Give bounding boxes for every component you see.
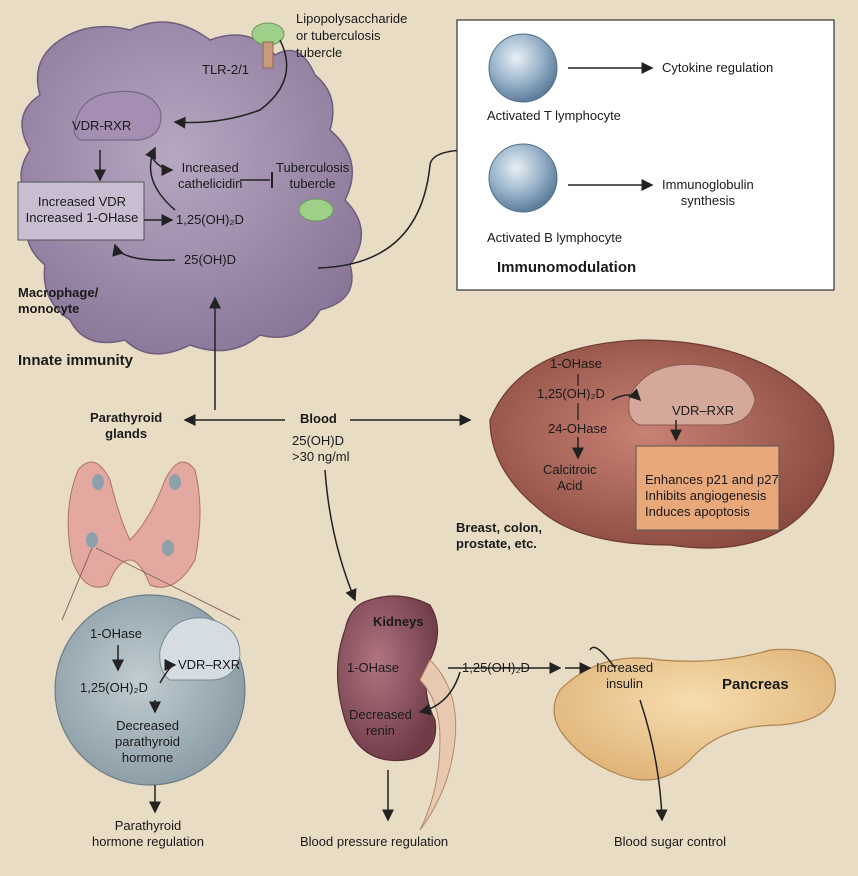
insulin-label: Increased insulin xyxy=(596,660,654,691)
zoom-line-2 xyxy=(95,547,241,621)
immunomodulation-title: Immunomodulation xyxy=(497,259,637,276)
breast-24ohase: 24-OHase xyxy=(548,421,608,436)
kidney-ohase: 1-OHase xyxy=(347,660,400,675)
thyroid-gland xyxy=(67,461,201,588)
breast-organs-label: Breast, colon, prostate, etc. xyxy=(456,520,542,551)
vdr-to-cathelicidin-arrow xyxy=(149,154,174,176)
parathyroid-nodule-1 xyxy=(92,474,104,490)
breast-to-vdr-arrow xyxy=(611,388,642,402)
calcitriol-to-renin-arrow xyxy=(418,671,461,716)
calcidiol-to-box-arrow xyxy=(112,243,176,261)
blood-to-kidney-arrow xyxy=(324,469,357,602)
ureter xyxy=(419,659,457,831)
b-effect-label: Immunoglobulin synthesis xyxy=(662,177,754,208)
macrophage-calcitriol: 1,25(OH)₂D xyxy=(176,212,244,227)
pancreas-input-line xyxy=(589,646,616,669)
pt-calcitriol: 1,25(OH)₂D xyxy=(80,680,148,695)
b-lymphocyte xyxy=(488,143,558,213)
pt-decreased-label: Decreased parathyroid hormone xyxy=(115,718,181,765)
kidneys-title: Kidneys xyxy=(373,614,424,629)
calcitriol-to-vdr-arrow xyxy=(145,146,176,211)
parathyroid-nodule-4 xyxy=(162,540,174,556)
macrophage-calcidiol: 25(OH)D xyxy=(184,252,237,267)
tlr-label: TLR-2/1 xyxy=(202,62,249,77)
macrophage-to-immuno-arrow xyxy=(317,144,472,269)
bp-regulation-label: Blood pressure regulation xyxy=(300,834,449,849)
tlr-receptor xyxy=(262,41,274,69)
kidney-organ xyxy=(336,595,439,762)
innate-immunity-title: Innate immunity xyxy=(18,352,134,369)
pt-ohase: 1-OHase xyxy=(90,626,143,641)
cathelicidin-label: Increased cathelicidin xyxy=(178,160,243,191)
pt-vdr-rxr: VDR–RXR xyxy=(178,657,241,672)
tb-label: Tuberculosis tubercle xyxy=(276,160,350,191)
pancreas-organ xyxy=(553,648,836,781)
blood-title: Blood xyxy=(300,411,337,426)
parathyroid-nodule-3 xyxy=(86,532,98,548)
tb-tubercle-particle xyxy=(298,198,334,222)
t-effect-label: Cytokine regulation xyxy=(662,60,774,75)
t-lymphocyte-label: Activated T lymphocyte xyxy=(487,108,621,123)
macrophage-nucleus xyxy=(73,90,162,141)
pt-to-vdr-arrow xyxy=(159,659,177,684)
t-lymphocyte xyxy=(488,33,558,103)
b-lymphocyte-label: Activated B lymphocyte xyxy=(487,230,623,245)
breast-effects-box xyxy=(635,445,780,531)
breast-effects-text: Enhances p21 and p27 Inhibits angiogenes… xyxy=(645,472,779,519)
blood-sugar-label: Blood sugar control xyxy=(614,834,727,849)
vdr-box-text: Increased VDR Increased 1-OHase xyxy=(25,194,139,225)
breast-nucleus xyxy=(628,363,756,426)
zoom-line-1 xyxy=(61,547,93,621)
breast-vdr-rxr: VDR–RXR xyxy=(672,403,735,418)
pt-regulation-label: Parathyroid hormone regulation xyxy=(92,818,205,849)
kidney-renin: Decreased renin xyxy=(349,707,412,738)
tlr-arrow xyxy=(173,39,288,129)
lps-label: Lipopolysaccharide or tuberculosis tuber… xyxy=(296,11,408,60)
parathyroid-nodule-2 xyxy=(169,474,181,490)
breast-ohase: 1-OHase xyxy=(550,356,603,371)
blood-value: 25(OH)D >30 ng/ml xyxy=(292,433,350,464)
pancreas-control-arrow xyxy=(639,699,668,822)
breast-calcitroic: Calcitroic Acid xyxy=(543,462,597,493)
macrophage-label: Macrophage/ monocyte xyxy=(18,285,99,316)
macrophage-vdr-rxr: VDR-RXR xyxy=(72,118,132,133)
vdr-box xyxy=(17,181,145,241)
kidney-calcitriol: 1,25(OH)₂D xyxy=(462,660,530,675)
parathyroid-glands-label: Parathyroid glands xyxy=(90,410,163,441)
pancreas-title: Pancreas xyxy=(722,676,789,693)
breast-calcitriol: 1,25(OH)₂D xyxy=(537,386,605,401)
